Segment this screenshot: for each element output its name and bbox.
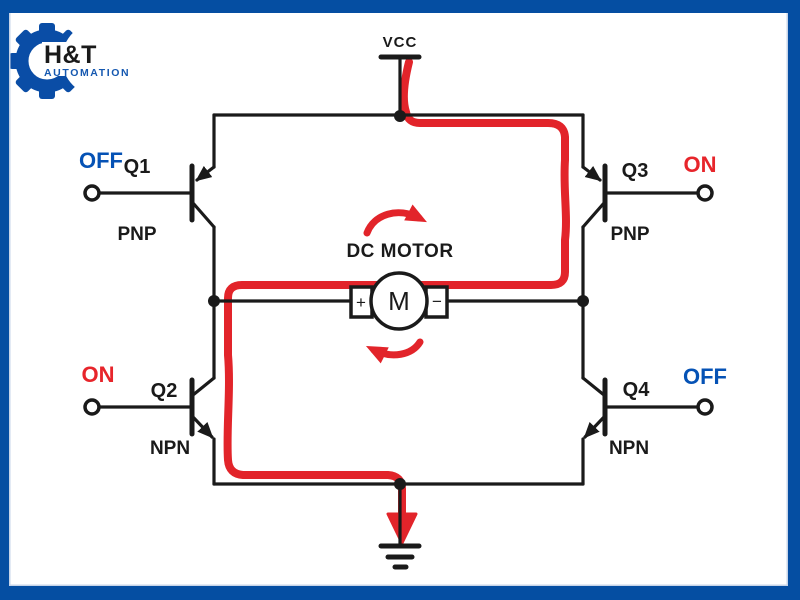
q1-base-terminal-icon xyxy=(83,184,101,202)
q4-type-label: NPN xyxy=(609,438,649,459)
q4-collector-wire xyxy=(581,376,606,397)
q1-type-label: PNP xyxy=(117,224,156,245)
clockwise-arrow-icon xyxy=(363,204,427,237)
q2-emitter-arrow xyxy=(191,415,214,439)
q1-state-badge: OFF xyxy=(79,148,123,173)
logo-text-panel xyxy=(42,42,92,76)
vcc-label: VCC xyxy=(383,34,418,51)
q1-label: Q1 xyxy=(124,156,151,178)
current-flow-path-icon xyxy=(223,58,570,545)
counterclockwise-arrow-icon xyxy=(365,338,424,364)
q3-type-label: PNP xyxy=(610,224,649,245)
motor-letter: M xyxy=(388,286,410,316)
q2-label: Q2 xyxy=(151,380,178,402)
q3-emitter-arrow xyxy=(581,165,602,182)
q2-collector-wire xyxy=(191,376,216,397)
logo-subtitle-text: AUTOMATION xyxy=(44,67,130,79)
motor-title: DC MOTOR xyxy=(346,241,453,262)
q4-label: Q4 xyxy=(623,379,651,401)
vcc-rail-icon: VCC xyxy=(378,34,422,119)
right-junction-dot xyxy=(577,295,589,307)
q4-base-terminal-icon xyxy=(696,398,714,416)
transistor-q3: Q3 PNP ON xyxy=(581,152,717,245)
q3-state-badge: ON xyxy=(684,152,717,177)
transistor-q2: Q2 NPN ON xyxy=(82,362,216,459)
q3-collector-wire xyxy=(581,201,606,229)
q2-base-terminal-icon xyxy=(83,398,101,416)
q1-collector-wire xyxy=(191,201,216,229)
current-path-line xyxy=(223,58,570,524)
current-path-arrowhead-icon xyxy=(386,512,418,545)
q4-state-badge: OFF xyxy=(683,364,727,389)
q2-type-label: NPN xyxy=(150,438,190,459)
earth-ground-icon xyxy=(378,482,422,570)
left-junction-dot xyxy=(208,295,220,307)
gear-notch xyxy=(62,22,136,96)
transistor-q1: Q1 PNP OFF xyxy=(79,148,216,245)
q3-base-terminal-icon xyxy=(696,184,714,202)
motor-body-icon xyxy=(369,271,429,331)
vcc-junction-dot xyxy=(394,110,406,122)
q4-emitter-arrow xyxy=(583,415,606,439)
motor-symbol: DC MOTOR M + − xyxy=(346,204,453,364)
q3-label: Q3 xyxy=(622,160,649,182)
logo: H&T AUTOMATION xyxy=(9,22,136,99)
logo-brand-text: H&T xyxy=(44,41,97,69)
transistor-q4: Q4 NPN OFF xyxy=(581,364,727,459)
q2-state-badge: ON xyxy=(82,362,115,387)
motor-minus-label: − xyxy=(432,292,442,311)
q1-emitter-arrow xyxy=(195,165,216,182)
motor-plus-label: + xyxy=(356,293,366,312)
gear-icon xyxy=(9,22,136,99)
